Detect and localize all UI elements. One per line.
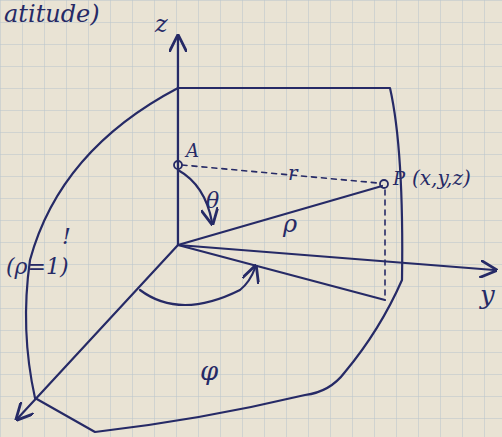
rho-line xyxy=(178,186,382,245)
angle-label: θ xyxy=(206,190,219,212)
surface-outline xyxy=(26,88,402,432)
note-label: (ρ=1) xyxy=(6,256,69,278)
angle-label: φ xyxy=(200,358,218,384)
axis-label: z xyxy=(155,12,168,36)
point-label: P xyxy=(393,170,405,188)
coordinate-label: (x,y,z) xyxy=(412,168,471,188)
point-p xyxy=(380,180,388,188)
r-dashed-line xyxy=(182,165,378,183)
projection-line xyxy=(178,245,385,300)
length-label: ρ xyxy=(283,212,297,236)
length-label: r xyxy=(288,163,298,183)
note-label: ! xyxy=(62,226,71,248)
point-a xyxy=(174,161,182,169)
axis-label: y xyxy=(480,282,495,308)
projection-dashed xyxy=(384,190,386,300)
note-fragment: atitude) xyxy=(4,2,100,26)
z-axis xyxy=(177,38,179,245)
point-label: A xyxy=(186,142,199,160)
phi-arc xyxy=(140,268,255,305)
